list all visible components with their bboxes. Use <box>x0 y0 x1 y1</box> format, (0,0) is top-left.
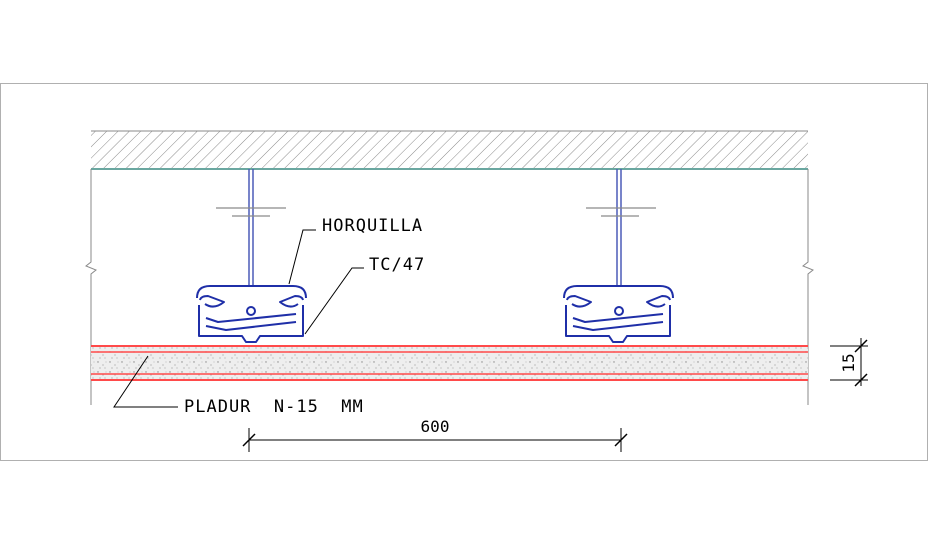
label-horquilla: HORQUILLA <box>322 216 423 236</box>
dimension-spacing <box>242 428 628 452</box>
tc47-profile-left <box>196 285 307 343</box>
left-wall-line <box>85 169 97 405</box>
dimension-spacing-label: 600 <box>421 417 450 436</box>
leader-horquilla <box>288 229 316 285</box>
leader-tc47 <box>304 267 364 335</box>
dimension-thickness <box>830 338 868 387</box>
hanger-rod-left <box>216 169 286 286</box>
plasterboard-panel <box>91 345 808 381</box>
right-wall-line <box>802 169 814 405</box>
leader-pladur <box>113 355 178 408</box>
dimension-thickness-label: 15 <box>839 353 858 372</box>
concrete-slab <box>91 130 808 170</box>
label-tc47: TC/47 <box>369 255 425 275</box>
hanger-rod-right <box>586 169 656 286</box>
label-pladur: PLADUR N-15 MM <box>184 397 364 417</box>
tc47-profile-right <box>563 285 674 343</box>
